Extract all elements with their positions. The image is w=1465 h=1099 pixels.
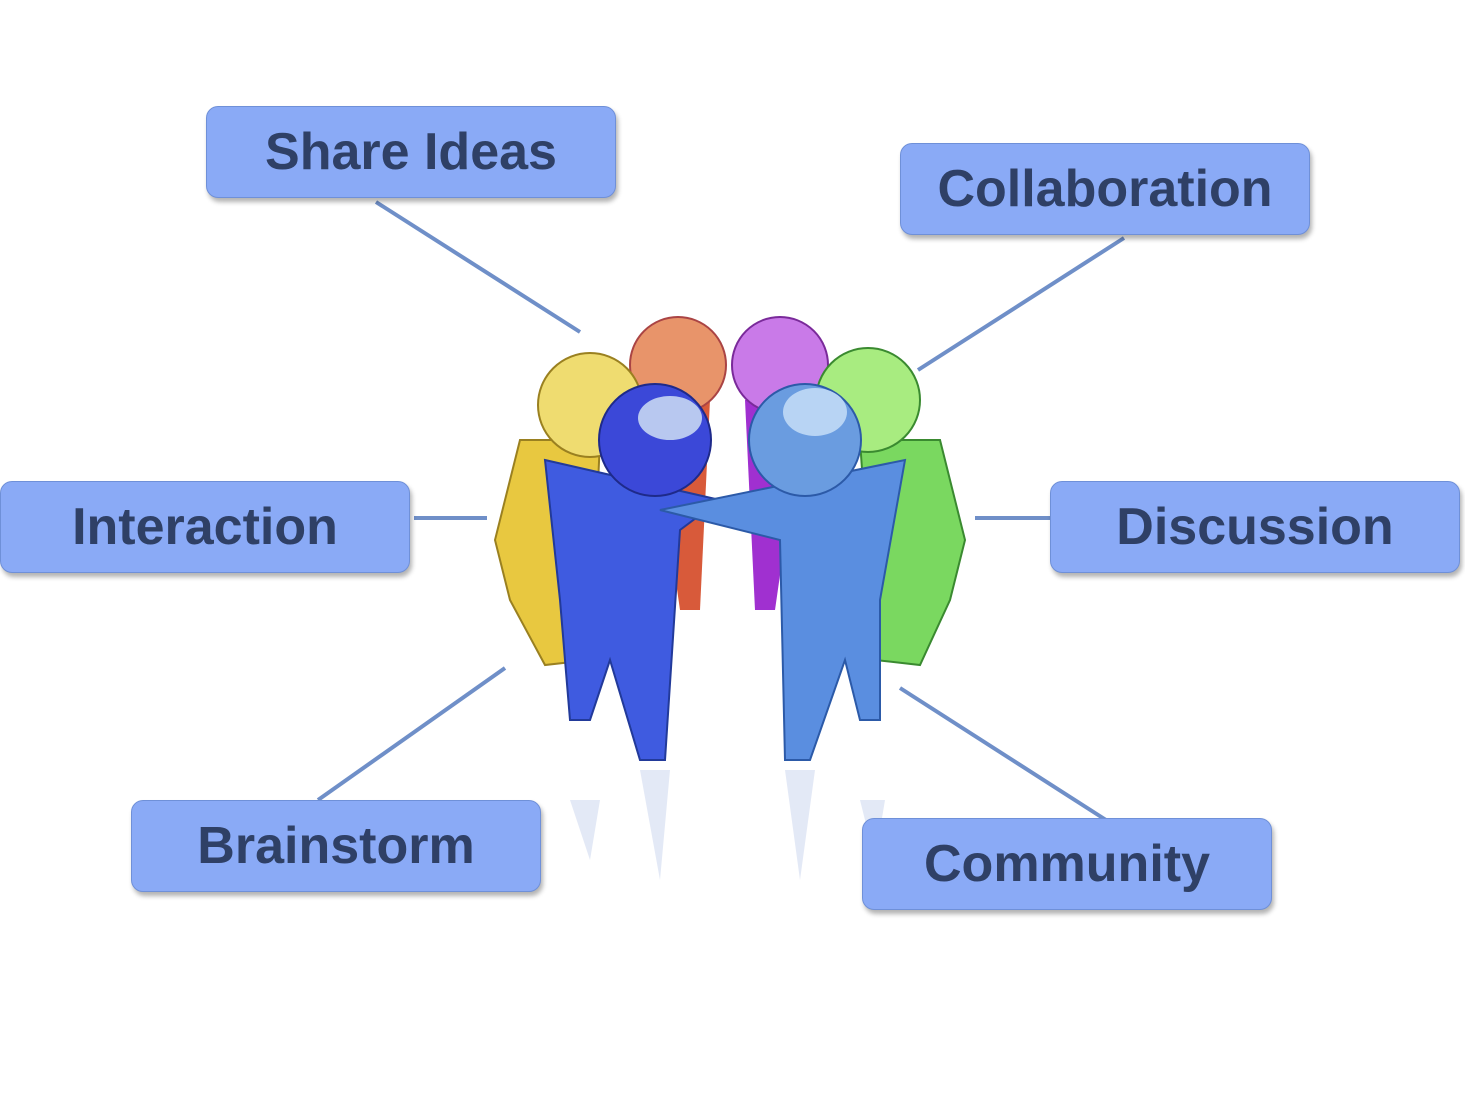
connector-share-ideas	[374, 200, 582, 334]
node-interaction: Interaction	[0, 481, 410, 573]
connector-community	[898, 686, 1108, 822]
node-brainstorm: Brainstorm	[131, 800, 541, 892]
node-collaboration: Collaboration	[900, 143, 1310, 235]
node-share-ideas: Share Ideas	[206, 106, 616, 198]
connectors	[316, 200, 1126, 822]
connector-collaboration	[916, 236, 1126, 372]
node-community: Community	[862, 818, 1272, 910]
connector-brainstorm	[316, 666, 507, 802]
people-group-illustration	[493, 316, 967, 880]
node-discussion: Discussion	[1050, 481, 1460, 573]
